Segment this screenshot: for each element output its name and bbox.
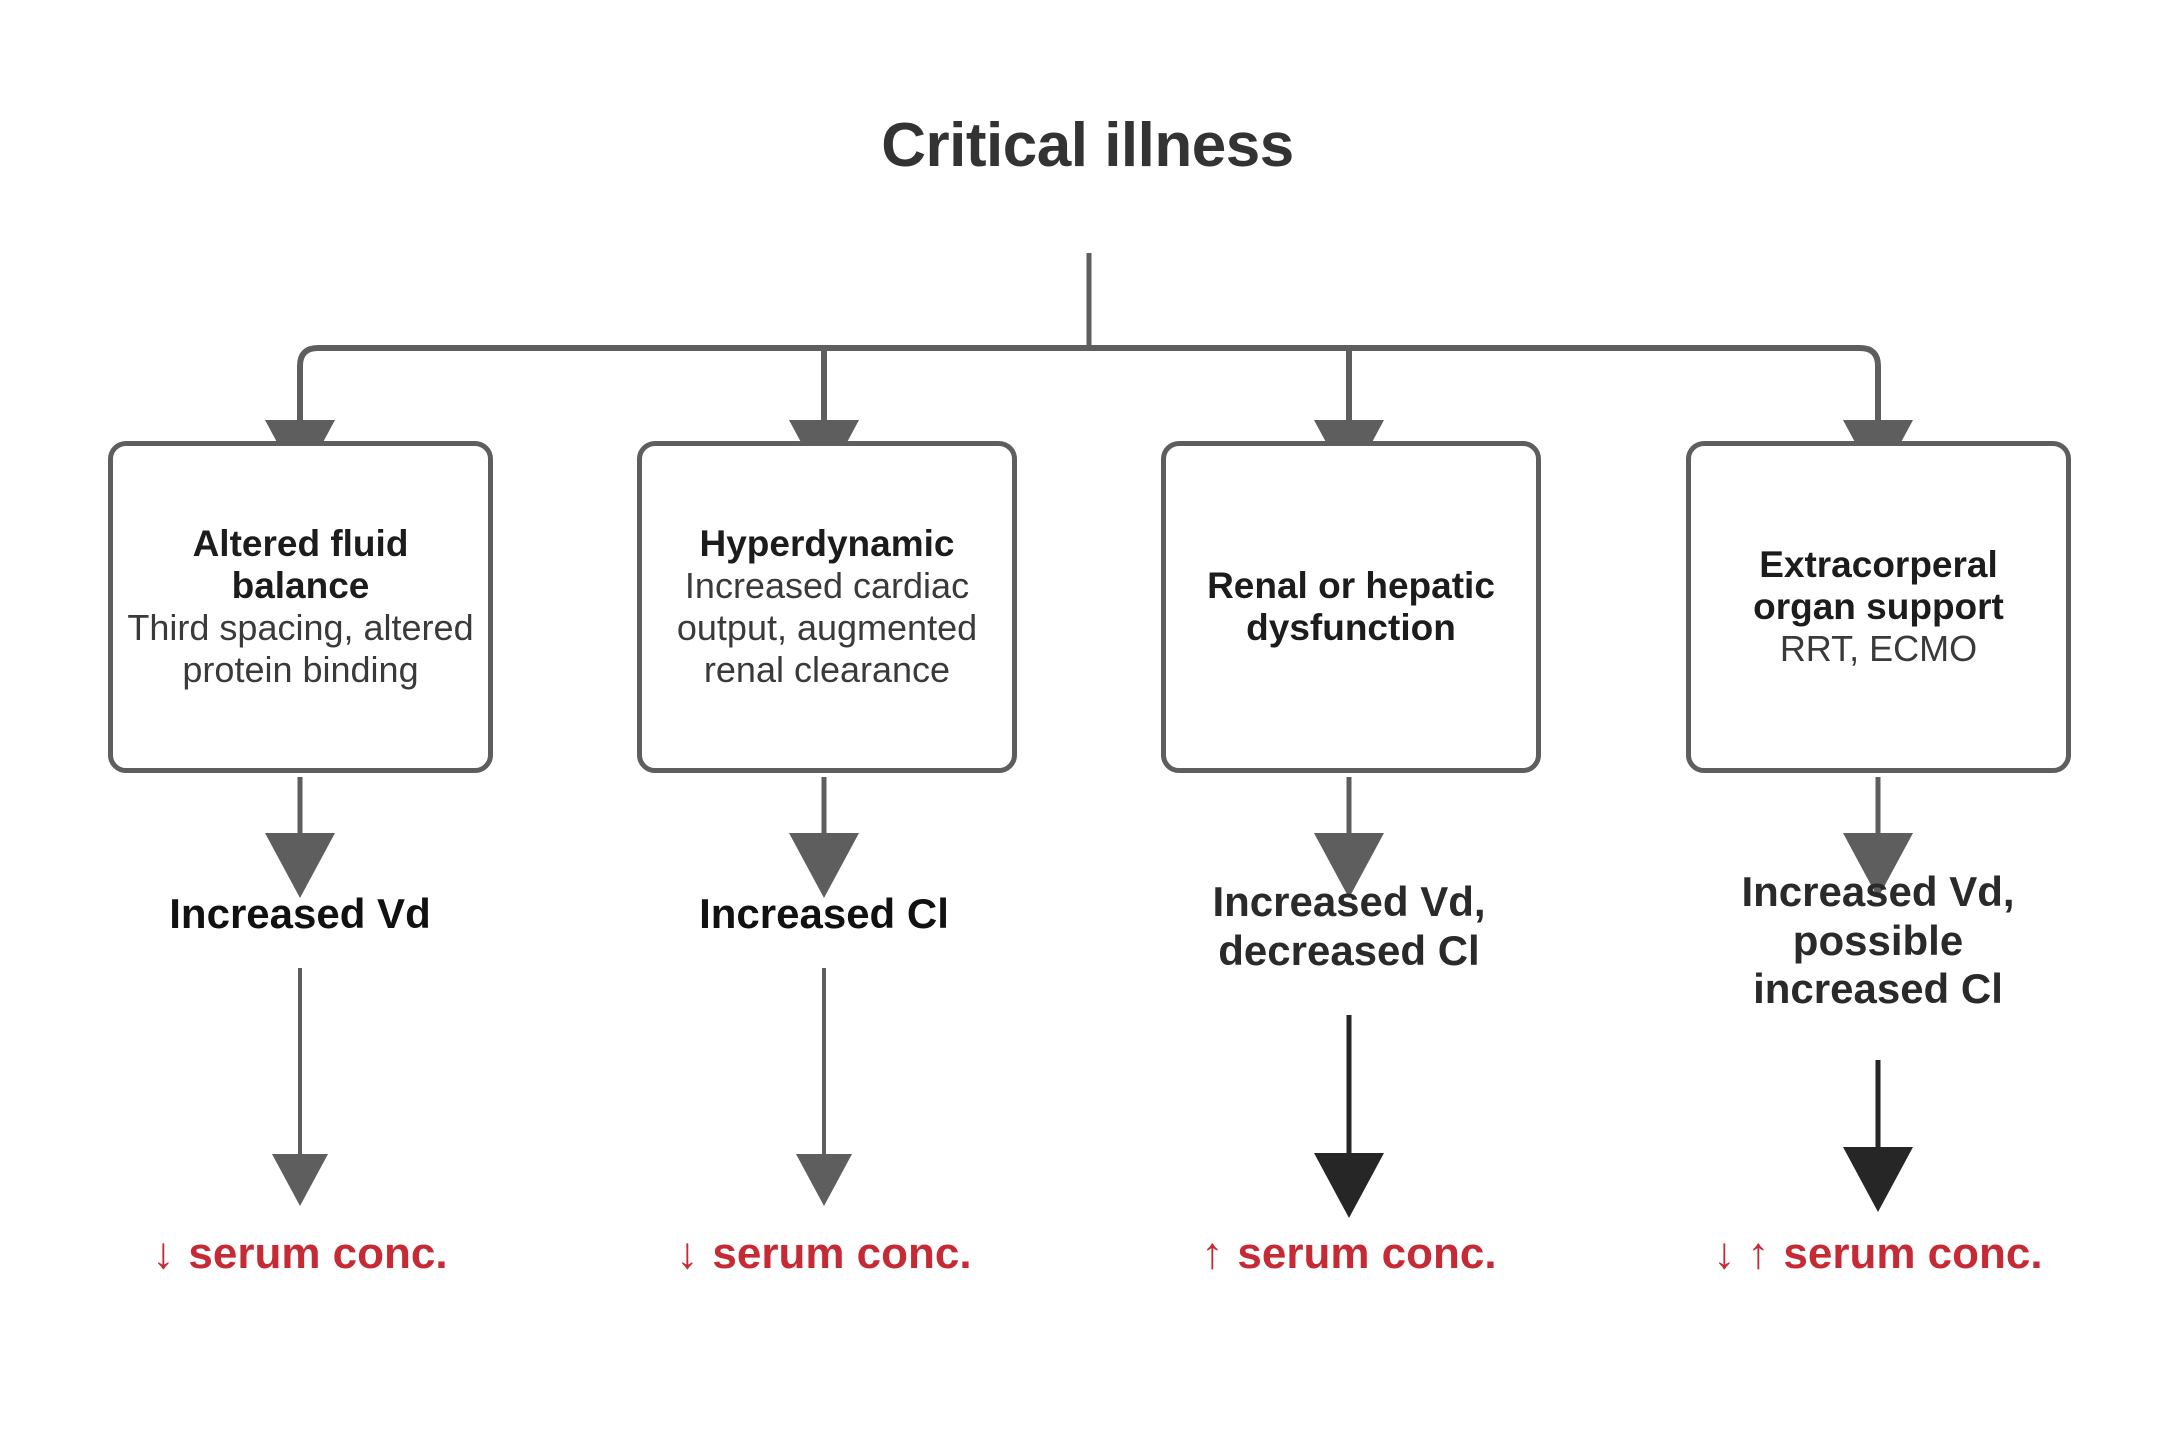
down-arrow-icon: ↓ [676, 1229, 699, 1278]
outcome-label: serum conc. [712, 1229, 972, 1278]
outcome-arrow-group: ↑ [1201, 1232, 1223, 1276]
down-arrow-icon: ↓ [1713, 1229, 1736, 1278]
node-box-altered-fluid-balance[interactable]: Altered fluid balance Third spacing, alt… [108, 441, 493, 773]
branch-drop-arrows [265, 400, 1913, 485]
outcome-renal-or-hepatic-dysfunction: ↑ serum conc. [1139, 1232, 1559, 1276]
effect-label-altered-fluid-balance: Increased Vd [169, 890, 431, 937]
outcome-label: serum conc. [1237, 1229, 1497, 1278]
down-arrow-icon: ↓ [152, 1229, 175, 1278]
node-title: Extracorperal organ support [1753, 543, 2004, 628]
node-title: Altered fluid balance [192, 523, 409, 607]
outcome-altered-fluid-balance: ↓ serum conc. [90, 1232, 510, 1276]
effect-to-outcome-arrows [272, 968, 1913, 1218]
node-subtitle: Increased cardiac output, augmented rena… [676, 565, 978, 690]
outcome-arrow-group: ↓ ↑ [1713, 1232, 1769, 1276]
node-subtitle: RRT, ECMO [1779, 628, 1978, 670]
node-subtitle: Third spacing, altered protein binding [127, 607, 474, 691]
outcome-label: serum conc. [188, 1229, 448, 1278]
box-to-effect-arrows [265, 777, 1913, 898]
branch-bus [297, 345, 1881, 420]
outcome-arrow-group: ↓ [152, 1232, 174, 1276]
node-title: Renal or hepatic dysfunction [1207, 564, 1495, 648]
node-box-hyperdynamic[interactable]: Hyperdynamic Increased cardiac output, a… [637, 441, 1017, 773]
effect-label-renal-or-hepatic-dysfunction: Increased Vd, decreased Cl [1212, 878, 1486, 974]
up-arrow-icon: ↑ [1747, 1229, 1770, 1278]
outcome-extracorperal-organ-support: ↓ ↑ serum conc. [1638, 1232, 2118, 1276]
node-box-renal-or-hepatic-dysfunction[interactable]: Renal or hepatic dysfunction [1161, 441, 1541, 773]
outcome-hyperdynamic: ↓ serum conc. [614, 1232, 1034, 1276]
outcome-arrow-group: ↓ [676, 1232, 698, 1276]
up-arrow-icon: ↑ [1201, 1229, 1224, 1278]
node-title: Hyperdynamic [699, 523, 955, 565]
outcome-label: serum conc. [1783, 1229, 2043, 1278]
effect-label-extracorperal-organ-support: Increased Vd, possible increased Cl [1741, 868, 2015, 1013]
page-title: Critical illness [881, 111, 1294, 180]
effect-label-hyperdynamic: Increased Cl [699, 890, 949, 937]
node-box-extracorperal-organ-support[interactable]: Extracorperal organ support RRT, ECMO [1686, 441, 2071, 773]
